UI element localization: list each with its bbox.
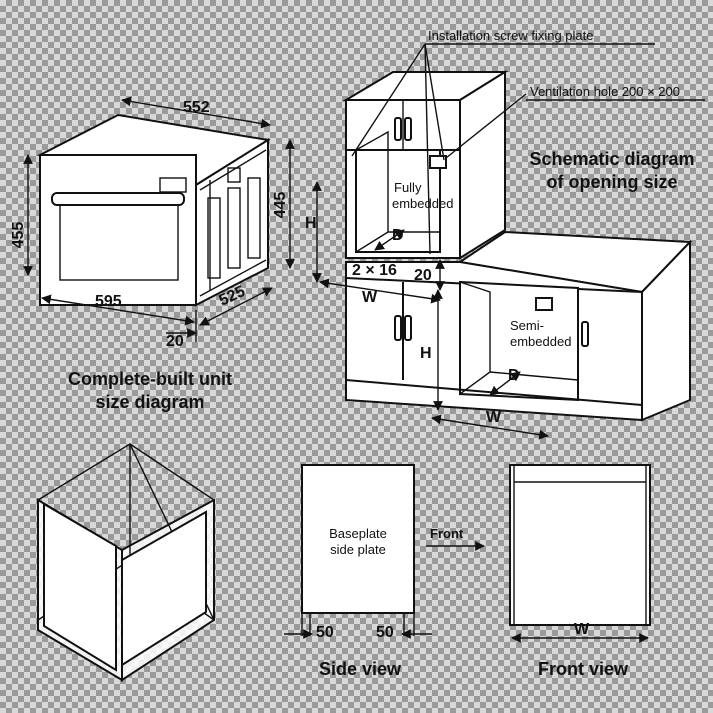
gap-label: 20 xyxy=(414,267,432,284)
semi-embedded-label: Semi- xyxy=(510,318,544,333)
side-left-dim: 50 xyxy=(316,624,334,641)
fully-embedded-label: Fully xyxy=(394,180,422,195)
semi-height-label: H xyxy=(420,345,432,362)
semi-depth-label: D xyxy=(508,367,520,384)
oven-side-height-label: 445 xyxy=(272,192,289,219)
baseplate-label: Baseplate xyxy=(329,526,387,541)
side-view-title: Side view xyxy=(319,659,402,679)
side-view-drawing xyxy=(301,464,415,636)
screws-label: 2 × 16 xyxy=(352,262,397,279)
complete-built-title: Complete-built unit xyxy=(68,369,232,389)
oven-gap-label: 20 xyxy=(166,333,184,350)
front-view-drawing xyxy=(509,464,651,626)
side-right-dim: 50 xyxy=(376,624,394,641)
semi-embedded-label-2: embedded xyxy=(510,334,571,349)
ventilation-callout: Ventilation hole 200 × 200 xyxy=(530,84,680,99)
oven-width-label: 595 xyxy=(95,293,122,310)
schematic-title: Schematic diagram xyxy=(529,149,694,169)
tall-cabinet-drawing xyxy=(342,70,509,260)
oven-top-width-label: 552 xyxy=(183,99,210,116)
tall-width-label: W xyxy=(362,289,378,306)
oven-drawing xyxy=(36,113,271,307)
complete-built-subtitle: size diagram xyxy=(95,392,204,412)
front-direction-label: Front xyxy=(430,526,464,541)
fully-embedded-label-2: embedded xyxy=(392,196,453,211)
tall-depth-label: D xyxy=(392,227,404,244)
screw-plate-callout: Installation screw fixing plate xyxy=(428,28,593,43)
front-view-title: Front view xyxy=(538,659,629,679)
oven-height-label: 455 xyxy=(10,222,27,249)
baseplate-label-2: side plate xyxy=(330,542,386,557)
semi-width-label: W xyxy=(486,409,502,426)
schematic-subtitle: of opening size xyxy=(546,172,677,192)
open-frame-drawing xyxy=(36,443,216,682)
front-width-label: W xyxy=(574,621,590,638)
tall-height-label: H xyxy=(305,215,317,232)
